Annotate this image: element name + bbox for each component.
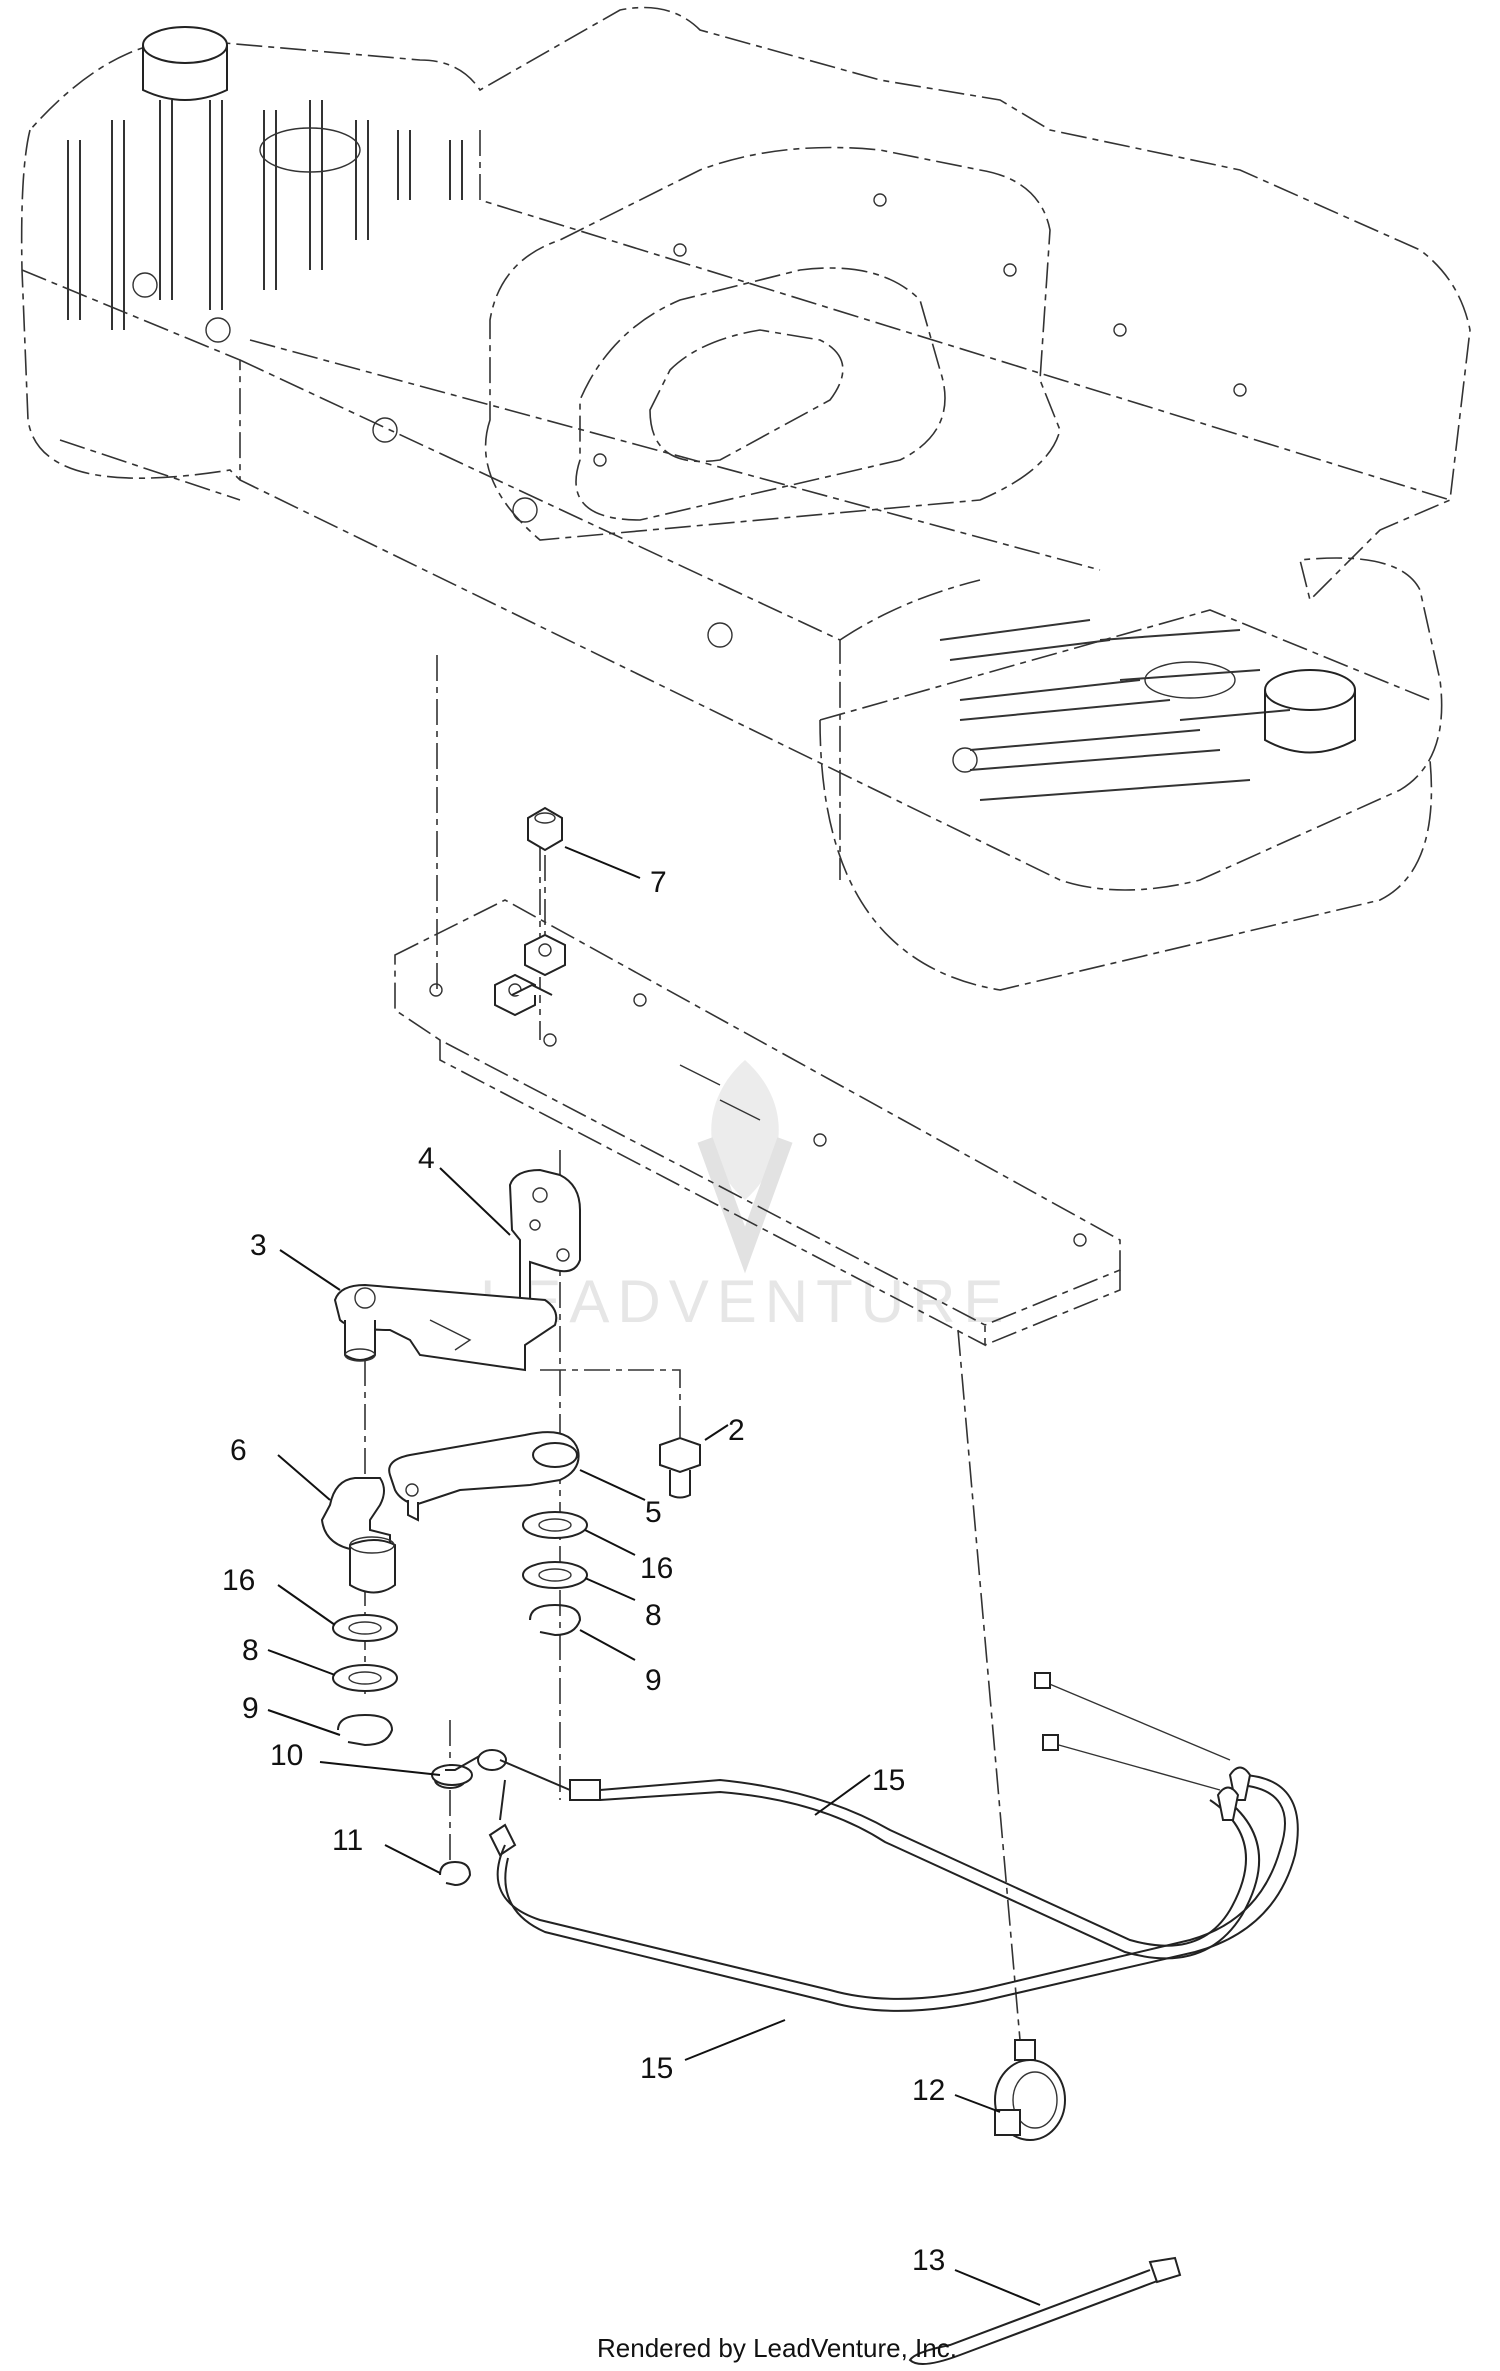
footer-credit: Rendered by LeadVenture, Inc. [597,2333,957,2363]
part-11-clip [439,1860,472,1887]
plate-nut [511,983,553,996]
part-8-washer-left [332,1664,398,1692]
part-2-bolt [659,1430,701,1499]
watermark: LEADVENTURE [480,1060,1011,1335]
callout-16-left: 16 [222,1564,255,1597]
part-9-clip-right [529,1603,582,1637]
callout-5: 5 [645,1496,662,1529]
callout-3: 3 [250,1229,267,1262]
part-5-arm [388,1431,580,1522]
part-12-sensor [994,2039,1066,2141]
mounting-plate [394,899,1121,1347]
part-6-arm [320,1477,396,1594]
callout-7: 7 [650,866,667,899]
callout-6: 6 [230,1434,247,1467]
leader-lines [267,846,1041,2306]
fender-deck [20,6,1471,991]
part-16-washer-right [522,1511,588,1539]
part-8-washer-right [522,1561,588,1589]
plate-nut [524,933,566,977]
callout-8-left: 8 [242,1634,259,1667]
part-9-clip-left [337,1713,394,1747]
part-7-nut [527,806,563,935]
part-4-bracket [508,1168,581,1307]
callout-13: 13 [912,2244,945,2277]
part-16-washer-left [332,1614,398,1642]
callout-labels: 7 4 3 2 6 5 16 16 8 8 9 9 10 11 15 15 12… [222,866,945,2277]
part-3-arm [333,1283,558,1372]
callout-15-lower: 15 [640,2052,673,2085]
callout-11: 11 [332,1824,363,1857]
watermark-text: LEADVENTURE [480,1268,1011,1335]
callout-2: 2 [728,1414,745,1447]
callout-8-right: 8 [645,1599,662,1632]
callout-4: 4 [418,1142,435,1175]
part-13-tie-strap [908,2256,1182,2365]
callout-15-upper: 15 [872,1764,905,1797]
callout-12: 12 [912,2074,945,2107]
callout-10: 10 [270,1739,303,1772]
callout-16-right: 16 [640,1552,673,1585]
callout-9-left: 9 [242,1692,259,1725]
part-15-cables [431,1672,1299,2012]
callout-9-right: 9 [645,1664,662,1697]
